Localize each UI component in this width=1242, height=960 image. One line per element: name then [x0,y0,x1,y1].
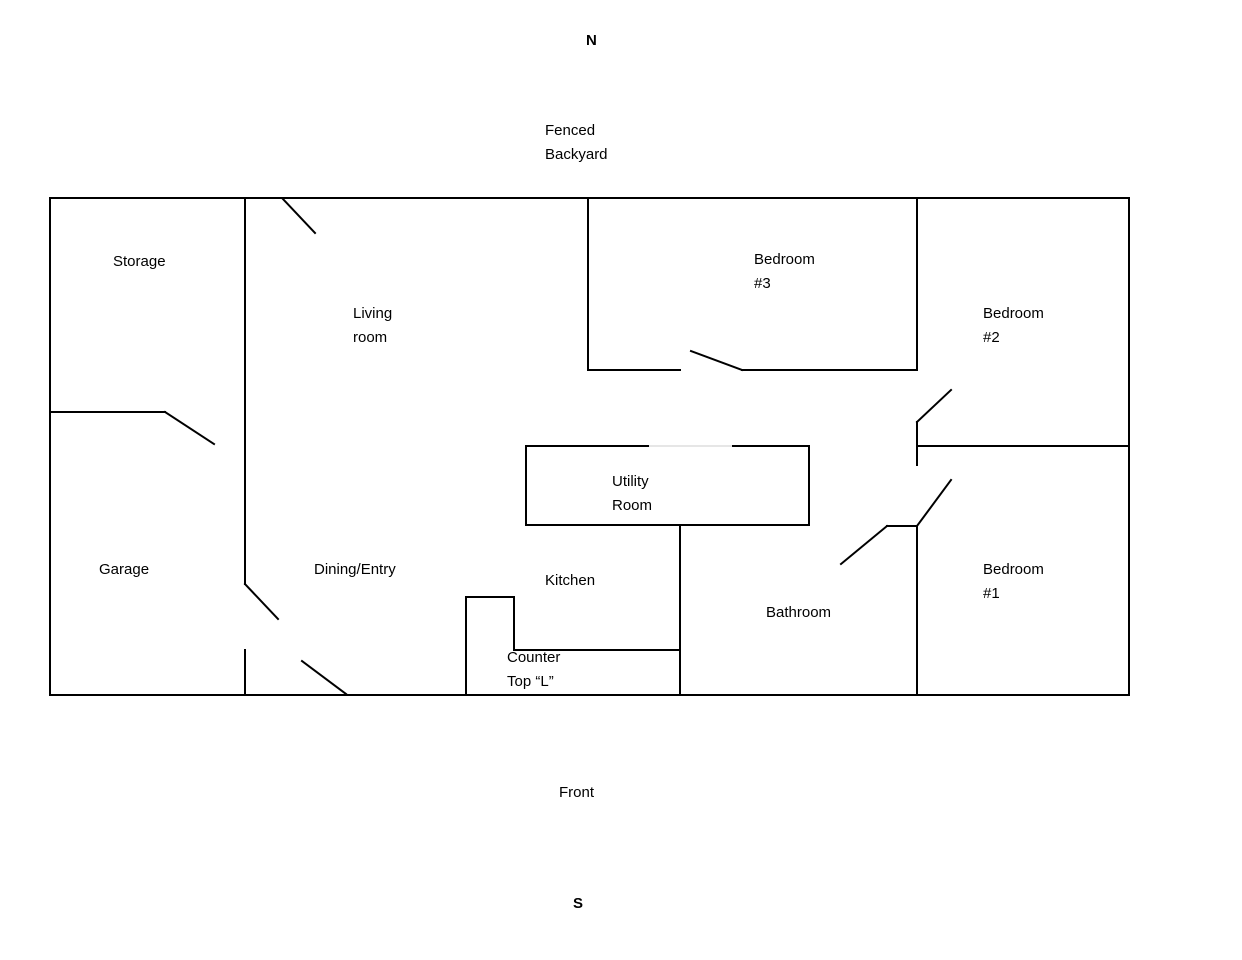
dining-entry-label: Dining/Entry [314,561,396,578]
door-bedroom3 [689,349,744,372]
bedroom2-label: Bedroom #2 [983,305,1044,346]
door-garage-storage [163,410,216,446]
utility-room-label: Utility Room [612,473,653,514]
bedroom3-label: Bedroom #3 [754,251,815,292]
front-label: Front [559,784,595,801]
bathroom-label: Bathroom [766,604,832,621]
counter-top-label: Counter Top “L” [507,649,561,690]
door-bathroom [839,524,889,566]
bedroom1-label: Bedroom #1 [983,561,1044,602]
door-back [281,197,317,235]
living-room-label: Living room [353,305,393,346]
compass-north-label: N [586,32,597,49]
kitchen-label: Kitchen [545,572,596,589]
door-front-entry [300,659,348,696]
compass-south-label: S [573,895,584,912]
door-bedroom2 [915,388,953,424]
storage-label: Storage [113,253,166,270]
door-garage-dining [243,582,280,621]
backyard-label: Fenced Backyard [545,122,608,163]
counter-top-l [465,596,681,696]
door-bedroom1 [915,478,953,528]
garage-label: Garage [99,561,150,578]
